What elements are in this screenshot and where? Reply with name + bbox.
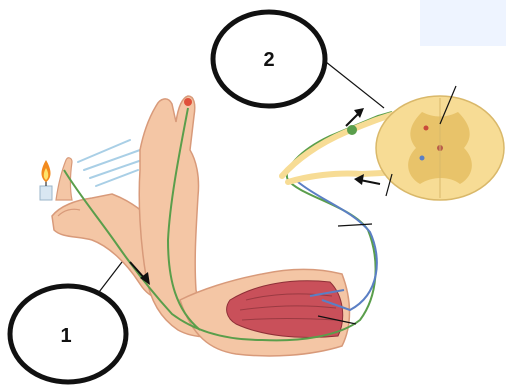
candle-icon: [40, 180, 52, 200]
callout-1-label: 1: [60, 325, 71, 347]
motion-lines-icon: [78, 140, 142, 186]
fingertip-receptor: [184, 98, 192, 106]
callout-1: 1: [10, 286, 126, 382]
flame-icon: [42, 160, 51, 182]
upper-arm: [180, 270, 350, 356]
background-patch: [420, 0, 506, 46]
spinal-cord: [376, 96, 504, 200]
callout-2: 2: [213, 12, 325, 106]
callout-2-label: 2: [263, 49, 274, 71]
ganglion: [347, 125, 357, 135]
